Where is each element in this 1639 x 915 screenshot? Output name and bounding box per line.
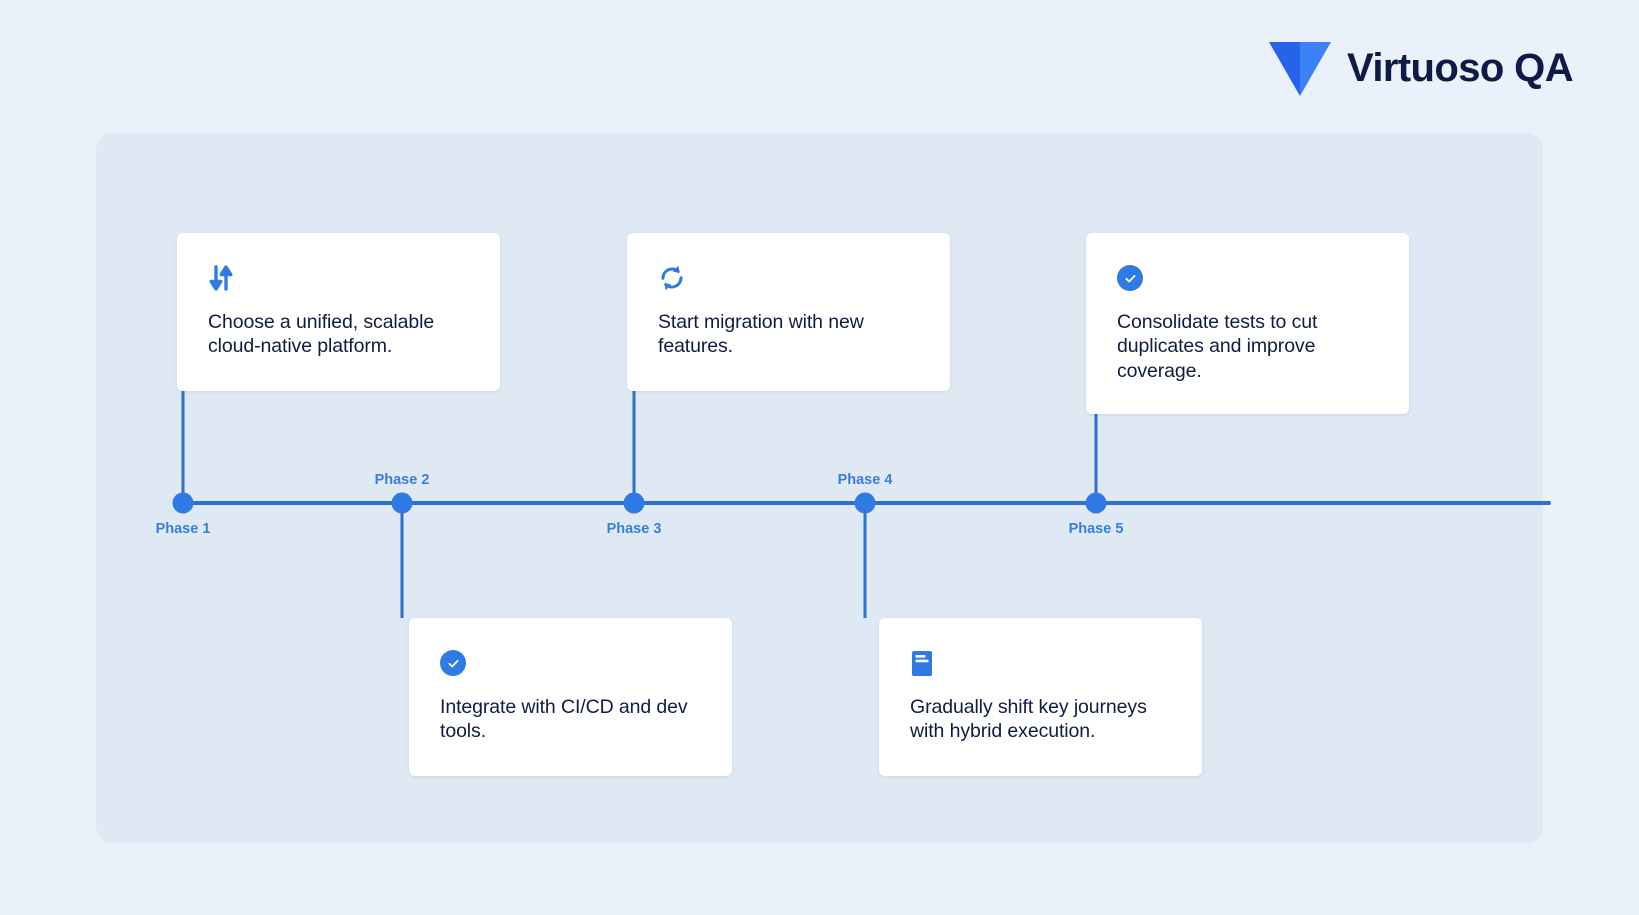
connector-stem-phase-1 bbox=[181, 391, 185, 506]
phase-card-2-text: Integrate with CI/CD and dev tools. bbox=[440, 696, 688, 743]
phase-label-5: Phase 5 bbox=[1068, 521, 1124, 537]
timeline-node-phase-1[interactable] bbox=[172, 492, 194, 514]
check-mark-icon bbox=[447, 659, 459, 667]
document-article-icon bbox=[910, 648, 1171, 678]
phase-card-4-text: Gradually shift key journeys with hybrid… bbox=[910, 696, 1147, 743]
brand-name: Virtuoso QA bbox=[1346, 45, 1574, 90]
check-mark-icon bbox=[1124, 274, 1136, 282]
sync-refresh-icon bbox=[658, 263, 919, 293]
phase-card-2[interactable]: Integrate with CI/CD and dev tools. bbox=[409, 618, 732, 776]
connector-stem-phase-4 bbox=[863, 503, 867, 618]
connector-stem-phase-3 bbox=[632, 391, 636, 506]
phase-card-1-text: Choose a unified, scalable cloud-native … bbox=[208, 311, 435, 358]
timeline-node-phase-3[interactable] bbox=[623, 492, 645, 514]
phase-label-2: Phase 2 bbox=[374, 472, 430, 488]
phase-card-5[interactable]: Consolidate tests to cut duplicates and … bbox=[1086, 233, 1409, 414]
timeline-node-phase-4[interactable] bbox=[854, 492, 876, 514]
phase-card-3-text: Start migration with new features. bbox=[658, 311, 864, 358]
brand-logo: Virtuoso QA bbox=[1268, 40, 1574, 96]
phase-label-1: Phase 1 bbox=[155, 521, 211, 537]
phase-card-3[interactable]: Start migration with new features. bbox=[627, 233, 950, 391]
phase-card-1[interactable]: Choose a unified, scalable cloud-native … bbox=[177, 233, 500, 391]
connector-stem-phase-2 bbox=[400, 503, 404, 618]
check-circle-badge bbox=[1117, 265, 1143, 291]
check-circle-icon bbox=[440, 648, 701, 678]
timeline-node-phase-2[interactable] bbox=[391, 492, 413, 514]
check-circle-badge bbox=[440, 650, 466, 676]
phase-card-4[interactable]: Gradually shift key journeys with hybrid… bbox=[879, 618, 1202, 776]
timeline-panel: Phase 1 Phase 2 Phase 3 Phase 4 Phase 5 … bbox=[96, 133, 1551, 843]
phase-card-5-text: Consolidate tests to cut duplicates and … bbox=[1117, 311, 1318, 382]
connector-stem-phase-5 bbox=[1094, 391, 1098, 506]
phase-label-4: Phase 4 bbox=[837, 472, 893, 488]
swap-vertical-arrows-icon bbox=[208, 263, 469, 293]
check-circle-icon bbox=[1117, 263, 1378, 293]
phase-label-3: Phase 3 bbox=[606, 521, 662, 537]
virtuoso-v-chevron-icon bbox=[1268, 42, 1331, 96]
timeline-node-phase-5[interactable] bbox=[1085, 492, 1107, 514]
